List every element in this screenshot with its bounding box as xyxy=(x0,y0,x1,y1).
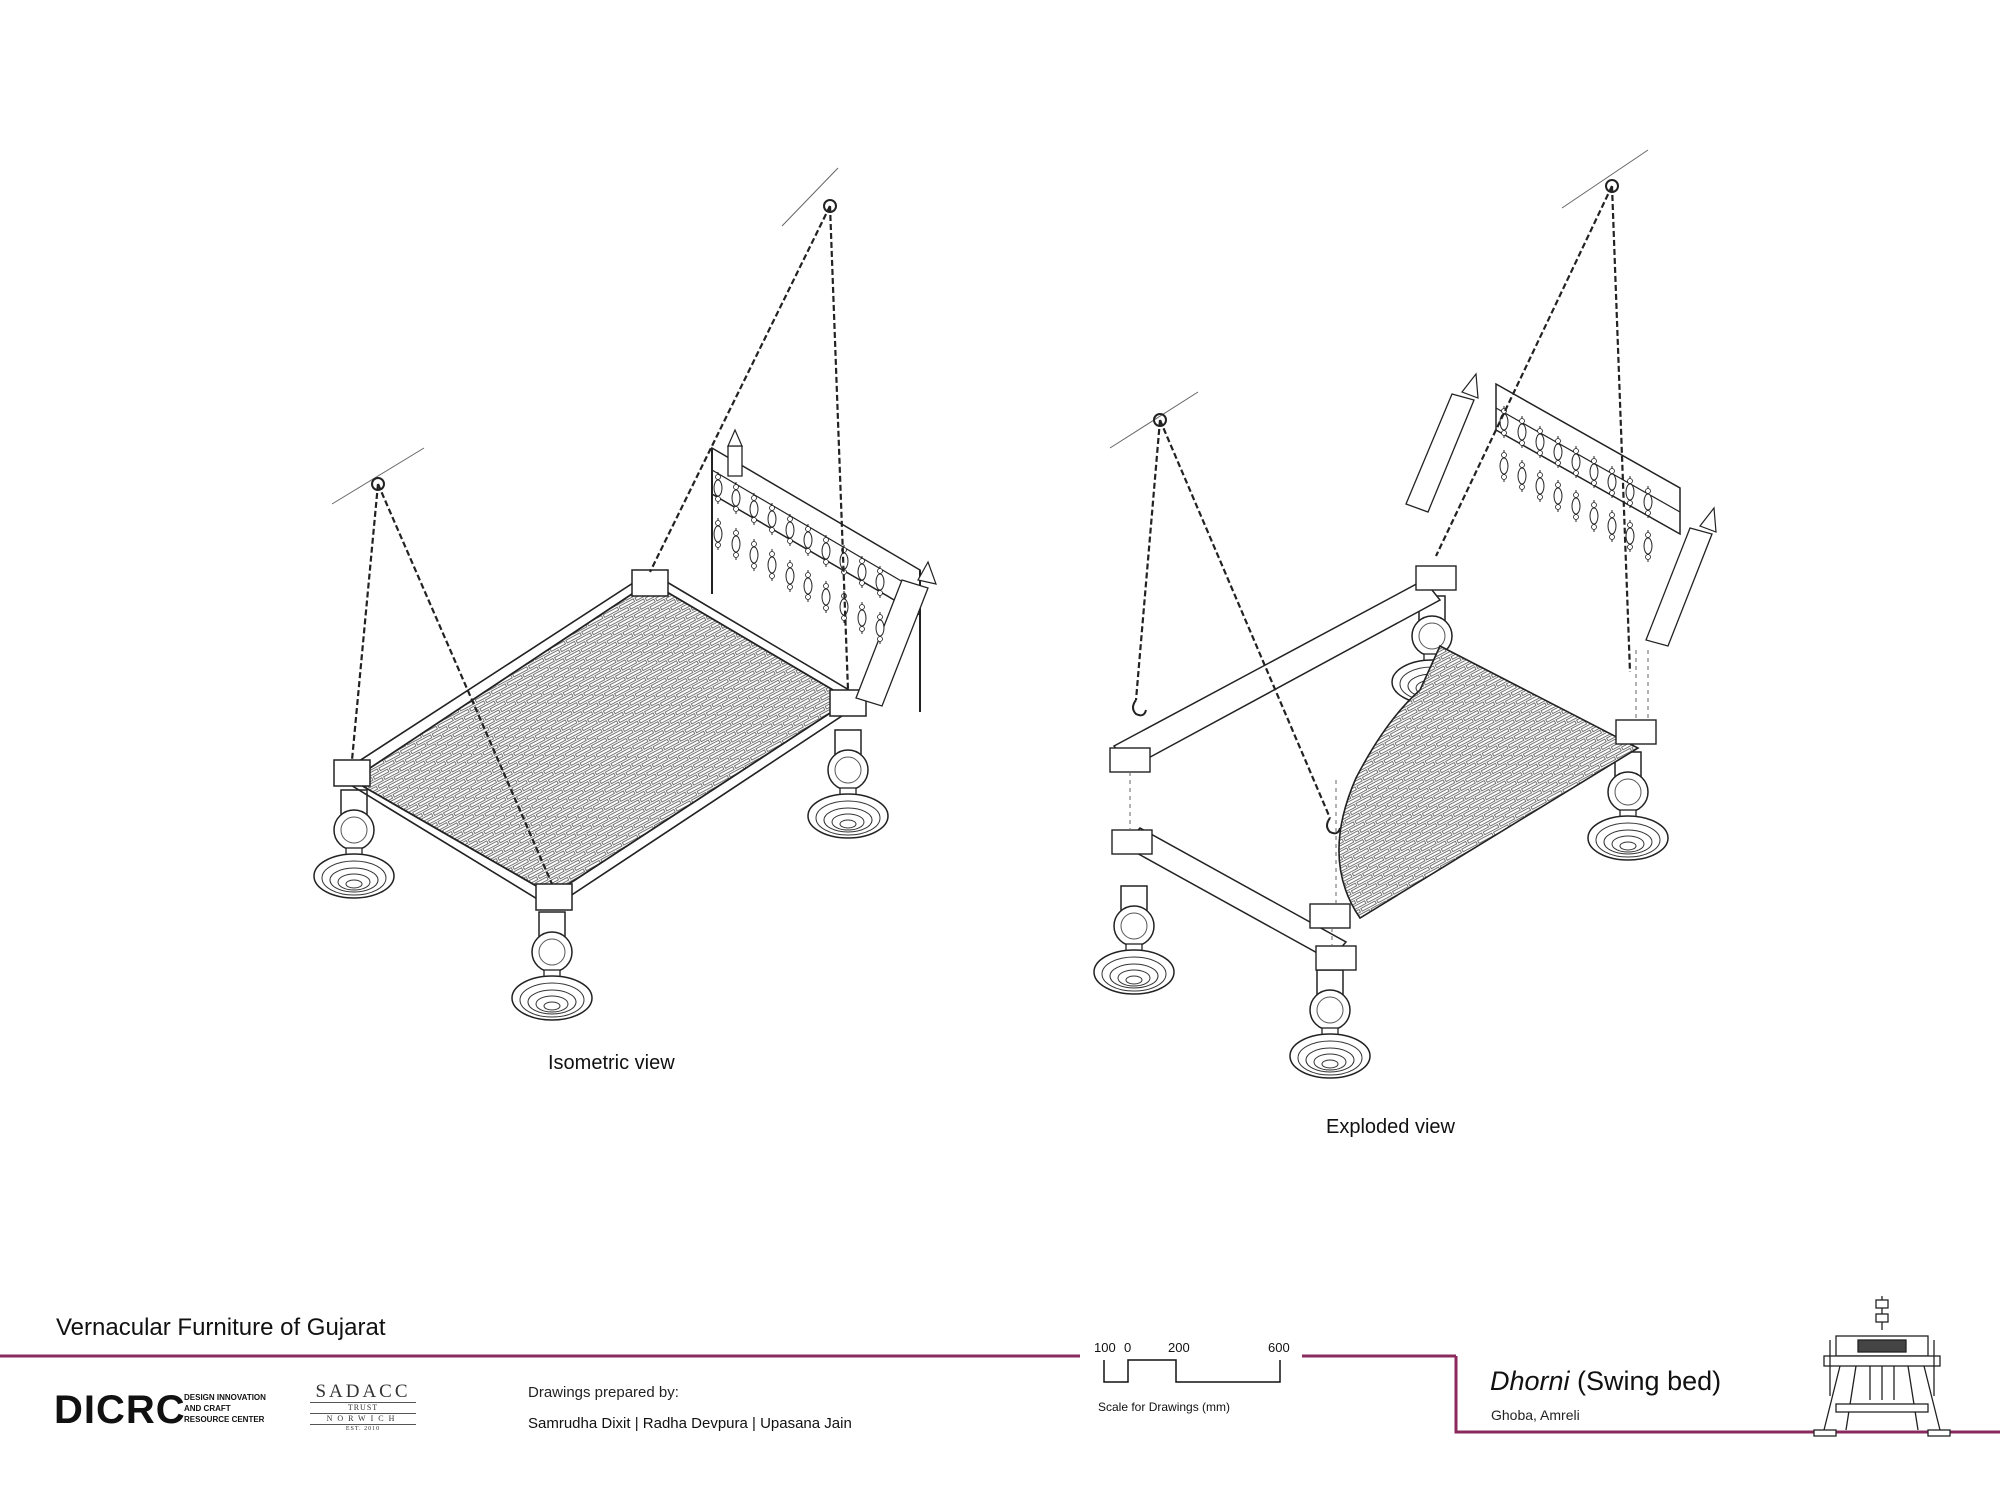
exploded-leg-left xyxy=(1093,885,1175,995)
item-location: Ghoba, Amreli xyxy=(1491,1407,1580,1423)
item-title-local-name: Dhorni xyxy=(1490,1366,1570,1396)
woven-seat-partial xyxy=(1338,644,1640,920)
exploded-view xyxy=(1093,149,1717,1079)
scale-tick-label: 0 xyxy=(1124,1340,1132,1355)
exploded-chains xyxy=(1134,185,1632,819)
sadacc-trust: TRUST xyxy=(310,1402,416,1413)
finial xyxy=(727,428,743,447)
backrest-post xyxy=(855,579,929,707)
dicrc-subtitle-line: DESIGN INNOVATION xyxy=(184,1393,266,1402)
finial xyxy=(917,560,937,585)
backrest xyxy=(711,428,937,712)
corner-block xyxy=(333,759,371,787)
ceiling-line xyxy=(781,167,839,227)
ceiling-line xyxy=(1561,149,1649,209)
exploded-backrest xyxy=(1405,372,1717,647)
chain-hook xyxy=(1132,699,1147,717)
iso-leg-left xyxy=(313,789,395,899)
scale-label: Scale for Drawings (mm) xyxy=(1098,1400,1231,1414)
sadacc-est: EST. 2010 xyxy=(345,1426,381,1432)
woven-seat xyxy=(350,580,852,897)
sadacc-logo: SADACC TRUST NORWICH EST. 2010 xyxy=(310,1382,416,1433)
prepared-by-names: Samrudha Dixit | Radha Devpura | Upasana… xyxy=(528,1415,852,1432)
ceiling-line xyxy=(331,447,425,505)
iso-chains xyxy=(350,205,850,885)
scale-bar xyxy=(1103,1359,1281,1383)
corner-block xyxy=(1309,903,1351,929)
dicrc-logo: DICRC xyxy=(54,1388,186,1432)
exploded-view-caption: Exploded view xyxy=(1326,1116,1455,1138)
iso-leg-right xyxy=(807,729,889,839)
chain-hook xyxy=(1153,413,1167,427)
dicrc-subtitle: DESIGN INNOVATION AND CRAFT RESOURCE CEN… xyxy=(184,1392,294,1425)
backrest-post xyxy=(1645,527,1713,647)
chain-hook xyxy=(1605,179,1619,193)
scale-tick-label: 200 xyxy=(1168,1340,1190,1355)
item-title: Dhorni (Swing bed) xyxy=(1490,1366,1721,1397)
assembly-guides xyxy=(1129,650,1649,946)
scale-tick-label: 600 xyxy=(1268,1340,1290,1355)
dicrc-subtitle-line: RESOURCE CENTER xyxy=(184,1415,265,1424)
isometric-view-caption: Isometric view xyxy=(548,1052,675,1074)
corner-block xyxy=(631,569,669,597)
isometric-view xyxy=(313,167,937,1021)
prepared-by-label: Drawings prepared by: xyxy=(528,1384,679,1401)
chain-hook xyxy=(823,199,837,213)
chain-hook xyxy=(371,477,385,491)
iso-leg-front xyxy=(511,911,593,1021)
item-title-english: (Swing bed) xyxy=(1569,1366,1722,1396)
sadacc-city: NORWICH xyxy=(310,1413,416,1425)
backrest-post xyxy=(727,445,743,477)
exploded-leg-front xyxy=(1289,969,1371,1079)
scale-tick-label: 100 xyxy=(1094,1340,1116,1355)
backrest-post xyxy=(1405,393,1475,513)
sadacc-name: SADACC xyxy=(315,1381,411,1402)
finial xyxy=(1461,372,1479,399)
corner-block xyxy=(1615,719,1657,745)
dicrc-subtitle-line: AND CRAFT xyxy=(184,1404,231,1413)
side-rail-lower xyxy=(1111,827,1357,971)
project-title: Vernacular Furniture of Gujarat xyxy=(56,1314,386,1341)
corner-block xyxy=(535,883,573,911)
swing-bed-elevation-icon xyxy=(1813,1296,1951,1437)
side-rail-upper xyxy=(1109,565,1457,773)
chain-hook xyxy=(1326,817,1341,835)
finial xyxy=(1699,506,1717,533)
